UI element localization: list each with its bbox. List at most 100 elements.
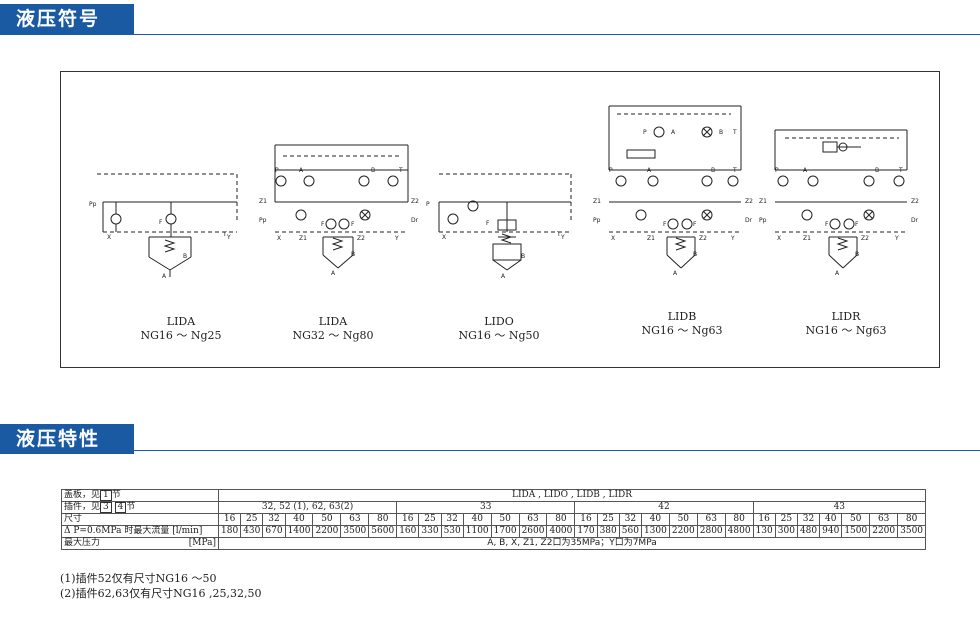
size-cell: 32	[262, 513, 286, 526]
symbol-lida-ng16-25	[97, 173, 238, 277]
port-label: B	[711, 167, 715, 174]
symbol-lidr-ng16-63-labels: P A B T Z1 Z2 Pp Dr X Z1 Z2 Y F F B A	[759, 167, 919, 277]
port-label: Pp	[759, 217, 767, 224]
max-pressure-value: A, B, X, Z1, Z2口为35MPa；Y口为7MPa	[217, 537, 927, 550]
port-label: A	[671, 129, 676, 136]
flow-cell: 160	[396, 525, 420, 538]
port-label: A	[299, 167, 304, 174]
size-cell: 50	[668, 513, 698, 526]
flow-cell: 1500	[841, 525, 871, 538]
port-label: A	[647, 167, 652, 174]
port-label: Pp	[89, 201, 97, 208]
size-cell: 80	[546, 513, 576, 526]
size-cell: 16	[574, 513, 598, 526]
port-label: Z2	[745, 198, 753, 205]
port-label: Z2	[911, 198, 919, 205]
size-cell: 50	[841, 513, 871, 526]
size-cell: 40	[462, 513, 492, 526]
caption-size: NG16 ～ Ng63	[805, 324, 887, 337]
port-label: B	[521, 253, 525, 260]
port-label: B	[183, 253, 187, 260]
port-label: A	[331, 270, 336, 277]
symbol-lido-ng16-50	[438, 173, 572, 271]
port-label: B	[371, 167, 375, 174]
flow-cell: 5600	[368, 525, 398, 538]
insert-group: 43	[752, 501, 927, 514]
port-label: Z1	[759, 198, 767, 205]
symbol-lida-ng32-80	[274, 144, 409, 269]
port-label: Z2	[357, 235, 365, 242]
flow-cell: 560	[618, 525, 642, 538]
port-label: B	[855, 251, 859, 258]
port-label: F	[855, 221, 859, 228]
flow-cell: 300	[774, 525, 798, 538]
caption-size: NG32 ～ Ng80	[292, 329, 374, 342]
port-label: P	[275, 167, 279, 174]
port-label: Y	[226, 234, 231, 241]
flow-cell: 330	[418, 525, 442, 538]
caption-lidb-ng16-63: LIDB NG16 ～ Ng63	[612, 310, 752, 338]
port-label: Pp	[593, 217, 601, 224]
port-label: X	[611, 235, 615, 242]
port-label: F	[825, 221, 829, 228]
port-label: T	[898, 167, 903, 174]
caption-model: LIDO	[484, 315, 514, 328]
size-cell: 40	[819, 513, 843, 526]
size-cell: 40	[640, 513, 670, 526]
flow-cell: 2200	[668, 525, 698, 538]
port-label: B	[351, 251, 355, 258]
port-label: Dr	[745, 217, 753, 224]
symbol-lida-ng32-80-labels: P A B T Z1 Z2 Pp Dr X Z1 Z2 Y F F B A	[259, 167, 419, 277]
flow-cell: 180	[217, 525, 242, 538]
row-label-flow: Δ P=0.6MPa 时最大流量 [l/min]	[61, 525, 219, 538]
size-cell: 32	[440, 513, 464, 526]
flow-cell: 2800	[696, 525, 726, 538]
port-label: P	[426, 201, 430, 208]
section-divider	[0, 450, 980, 451]
size-cell: 25	[596, 513, 620, 526]
size-cell: 25	[418, 513, 442, 526]
flow-cell: 530	[440, 525, 464, 538]
port-label: X	[442, 234, 446, 241]
insert-group: 42	[574, 501, 754, 514]
port-label: T	[732, 167, 737, 174]
port-label: X	[107, 234, 111, 241]
port-label: Z2	[699, 235, 707, 242]
flow-cell: 130	[752, 525, 776, 538]
size-cell: 50	[490, 513, 520, 526]
caption-model: LIDB	[667, 310, 697, 323]
port-label: Z1	[803, 235, 811, 242]
port-label: B	[875, 167, 879, 174]
size-cell: 63	[518, 513, 548, 526]
table-row-pressure: 最大压力[MPa] A, B, X, Z1, Z2口为35MPa；Y口为7MPa	[61, 537, 927, 550]
port-label: A	[673, 270, 678, 277]
section-divider	[0, 34, 980, 35]
flow-cell: 2200	[869, 525, 899, 538]
caption-model: LIDR	[831, 310, 861, 323]
size-cell: 80	[724, 513, 754, 526]
port-label: T	[732, 129, 737, 136]
size-cell: 40	[284, 513, 314, 526]
caption-size: NG16 ～ Ng50	[458, 329, 540, 342]
cover-types: LIDA , LIDO , LIDB , LIDR	[217, 489, 927, 502]
flow-cell: 4000	[546, 525, 576, 538]
port-label: Z1	[299, 235, 307, 242]
size-cell: 25	[774, 513, 798, 526]
size-cell: 63	[340, 513, 370, 526]
port-label: F	[486, 220, 490, 227]
port-label: Z1	[593, 198, 601, 205]
caption-lida-ng32-80: LIDA NG32 ～ Ng80	[263, 315, 403, 343]
size-cell: 63	[696, 513, 726, 526]
size-cell: 25	[240, 513, 264, 526]
footnote-2: (2)插件62,63仅有尺寸NG16 ,25,32,50	[60, 587, 262, 600]
flow-cell: 2200	[312, 525, 342, 538]
port-label: A	[835, 270, 840, 277]
size-cell: 63	[869, 513, 899, 526]
port-label: Y	[560, 234, 565, 241]
flow-cell: 3500	[897, 525, 927, 538]
port-label: T	[398, 167, 403, 174]
